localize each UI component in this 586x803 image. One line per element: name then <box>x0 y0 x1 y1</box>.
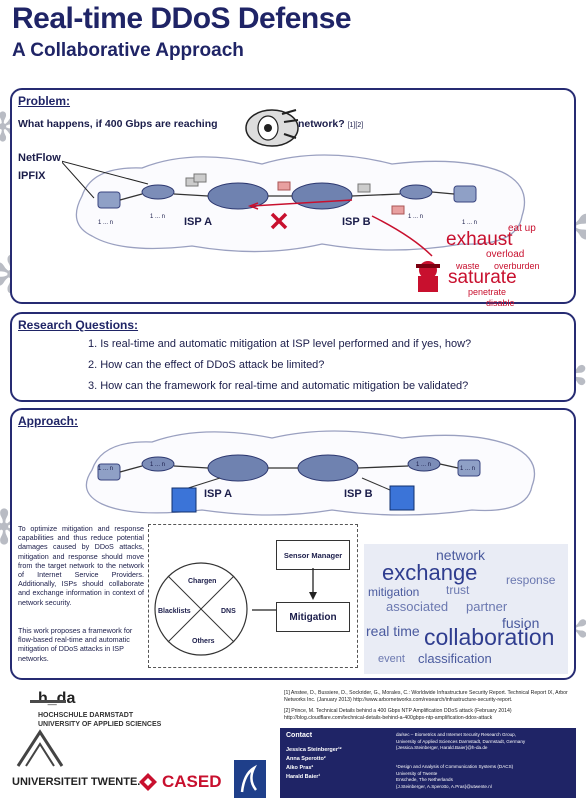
research-question: 3. How can the framework for real-time a… <box>88 380 469 392</box>
approach-network-diagram <box>85 430 536 516</box>
contact-person: Jessica Steinberger¹² <box>286 747 342 753</box>
framework-box <box>148 524 358 668</box>
node-label: 1 ... n <box>460 466 476 472</box>
problem-question: What happens, if 400 Gbps are reaching <box>18 118 218 130</box>
cloud-word: partner <box>466 599 508 614</box>
cloud-word: response <box>506 573 556 587</box>
cloud-word: fusion <box>502 615 540 631</box>
cased-logo-icon <box>139 773 157 791</box>
research-question: 1. Is real-time and automatic mitigation… <box>88 338 472 350</box>
circle-label-chargen: Chargen <box>188 578 217 585</box>
hda-logo-line: HOCHSCHULE DARMSTADT <box>38 712 134 719</box>
circle-label-blacklists: Blacklists <box>158 608 191 615</box>
effect-word: penetrate <box>468 287 507 297</box>
isp-a-label: ISP A <box>204 488 233 500</box>
reference-entry: [2] Prince, M. Technical Details behind … <box>284 708 512 721</box>
node-label: 1 ... n <box>416 462 432 468</box>
cloud-word: mitigation <box>368 585 420 599</box>
hda-logo-line: UNIVERSITY OF APPLIED SCIENCES <box>38 721 162 728</box>
poster-subtitle: A Collaborative Approach <box>12 40 244 61</box>
effect-word: eat up <box>508 223 536 234</box>
sensor-manager-box: Sensor Manager <box>276 540 350 570</box>
contact-people: Jessica Steinberger¹² Anna Sperotto² Aik… <box>286 746 342 782</box>
isp-b-label: ISP B <box>344 488 373 500</box>
node-label: 1 ... n <box>150 462 166 468</box>
effect-word: overburden <box>494 261 540 271</box>
isp-b-label: ISP B <box>342 216 371 228</box>
research-panel: Research Questions: 1. Is real-time and … <box>10 312 576 402</box>
mitigation-box: Mitigation <box>276 602 350 632</box>
contact-box: Contact Jessica Steinberger¹² Anna Spero… <box>280 728 576 798</box>
contact-person: Anna Sperotto² <box>286 756 326 762</box>
cloud-word: event <box>378 653 405 665</box>
contact-person: Harald Baier¹ <box>286 774 321 780</box>
problem-panel: Problem: What happens, if 400 Gbps are r… <box>10 88 576 308</box>
cloud-word: collaboration <box>424 624 555 650</box>
node-label: 1 ... n <box>150 214 166 220</box>
netflow-label: NetFlow <box>18 152 61 164</box>
node-label: 1 ... n <box>98 220 114 226</box>
effect-word: disable <box>486 298 515 308</box>
twente-logo-icon <box>16 729 64 767</box>
contact-affiliation-twente: ¹Design and Analysis of Communication Sy… <box>396 764 514 789</box>
approach-paragraph: To optimize mitigation and response capa… <box>18 524 144 607</box>
contact-heading: Contact <box>286 732 313 739</box>
hda-logo-mark: h_da <box>38 690 76 707</box>
attack-types-circle <box>154 562 248 656</box>
node-label: 1 ... n <box>408 214 424 220</box>
research-question: 2. How can the effect of DDoS attack be … <box>88 359 325 371</box>
approach-paragraph: This work proposes a framework for flow-… <box>18 626 133 663</box>
cased-logo-text: CASED <box>162 772 222 791</box>
cloud-word: trust <box>446 583 470 597</box>
ipfix-label: IPFIX <box>18 170 46 182</box>
pointing-hand-icon <box>245 109 299 147</box>
effect-word: exhaust <box>446 229 513 250</box>
problem-refs: [1][2] <box>347 122 364 129</box>
reference-entry: [1] Anstee, D., Bussiere, D., Sockrider,… <box>284 690 568 703</box>
node-label: 1 ... n <box>98 466 114 472</box>
arrow-icon <box>309 568 317 600</box>
poster-title: Real-time DDoS Defense <box>12 2 352 35</box>
cloud-word: network <box>436 547 486 563</box>
collaboration-word-cloud: network exchange response mitigation tru… <box>364 544 568 674</box>
approach-panel: Approach: 1 ... n 1 ... n 1 ... n 1 ... … <box>10 408 576 680</box>
circle-label-dns: DNS <box>221 608 236 615</box>
effect-word: overload <box>486 249 525 260</box>
problem-question-end: network? <box>298 118 345 130</box>
effect-word: waste <box>456 261 480 271</box>
circle-label-others: Others <box>192 638 215 645</box>
contact-person: Aiko Pras² <box>286 765 314 771</box>
twente-logo-text: UNIVERSITEIT TWENTE. <box>12 776 141 788</box>
cloud-word: associated <box>386 599 449 614</box>
problem-network-diagram <box>62 154 526 292</box>
problem-heading: Problem: <box>18 94 71 108</box>
effect-word: saturate <box>448 267 517 288</box>
cloud-word: real time <box>366 623 420 639</box>
research-heading: Research Questions: <box>18 318 139 332</box>
approach-heading: Approach: <box>18 414 78 428</box>
hda-logo-bar <box>30 700 66 703</box>
isp-a-label: ISP A <box>184 216 213 228</box>
cloud-word: exchange <box>382 560 478 585</box>
university-emblem-icon <box>234 760 266 798</box>
contact-affiliation-hda: da/sec – Biometrics and Internet Securit… <box>396 732 526 751</box>
node-label: 1 ... n <box>462 220 478 226</box>
cloud-word: classification <box>418 651 492 666</box>
